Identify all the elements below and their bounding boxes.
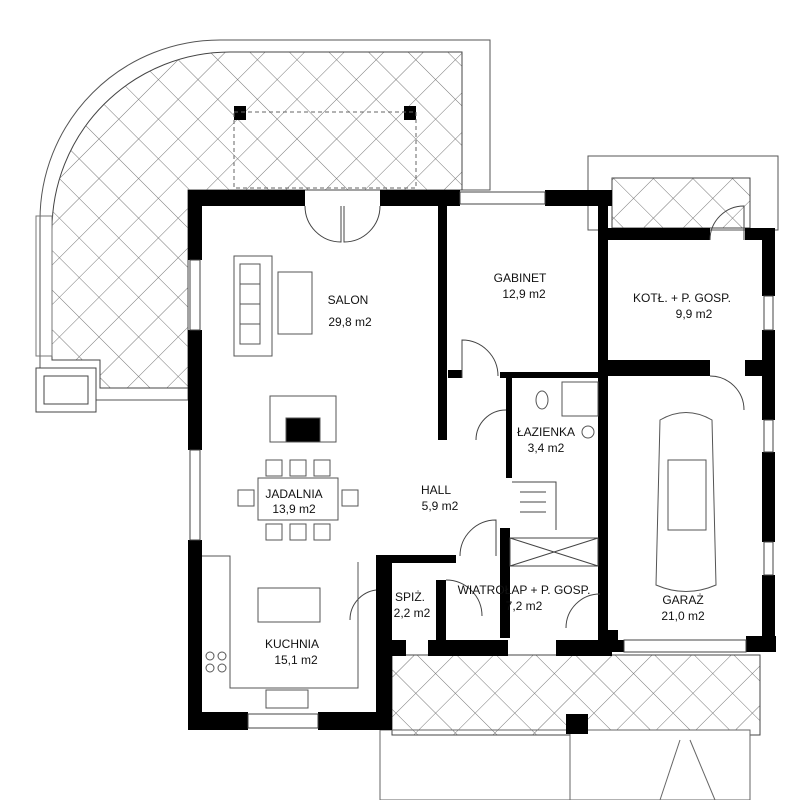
room-area-kotlownia: 9,9 m2 [676, 307, 713, 321]
room-name-spizarnia: SPIŻ. [395, 590, 425, 604]
terrace [35, 39, 491, 413]
room-name-lazienka: ŁAZIENKA [517, 425, 575, 439]
room-labels: SALON 29,8 m2 GABINET 12,9 m2 KOTŁ. + P.… [265, 271, 731, 667]
walls [188, 190, 776, 730]
room-area-jadalnia: 13,9 m2 [272, 502, 316, 516]
room-name-garaz: GARAŻ [662, 593, 703, 607]
room-name-salon: SALON [328, 293, 369, 307]
room-area-spizarnia: 2,2 m2 [394, 606, 431, 620]
room-name-hall: HALL [421, 483, 451, 497]
boiler-room-porch [587, 155, 779, 231]
room-name-jadalnia: JADALNIA [265, 487, 322, 501]
room-area-kuchnia: 15,1 m2 [274, 653, 318, 667]
room-area-salon: 29,8 m2 [328, 315, 372, 329]
room-name-wiatrolap: WIATROŁAP + P. GOSP. [458, 583, 591, 597]
room-name-kuchnia: KUCHNIA [265, 637, 319, 651]
furniture [202, 255, 717, 709]
room-name-kotlownia: KOTŁ. + P. GOSP. [633, 291, 731, 305]
room-area-hall: 5,9 m2 [422, 499, 459, 513]
entrance-paving [379, 654, 761, 800]
room-area-garaz: 21,0 m2 [661, 609, 705, 623]
room-name-gabinet: GABINET [494, 271, 547, 285]
room-area-wiatrolap: 7,2 m2 [506, 599, 543, 613]
windows-doors [189, 191, 774, 729]
room-area-lazienka: 3,4 m2 [528, 441, 565, 455]
room-area-gabinet: 12,9 m2 [502, 287, 546, 301]
